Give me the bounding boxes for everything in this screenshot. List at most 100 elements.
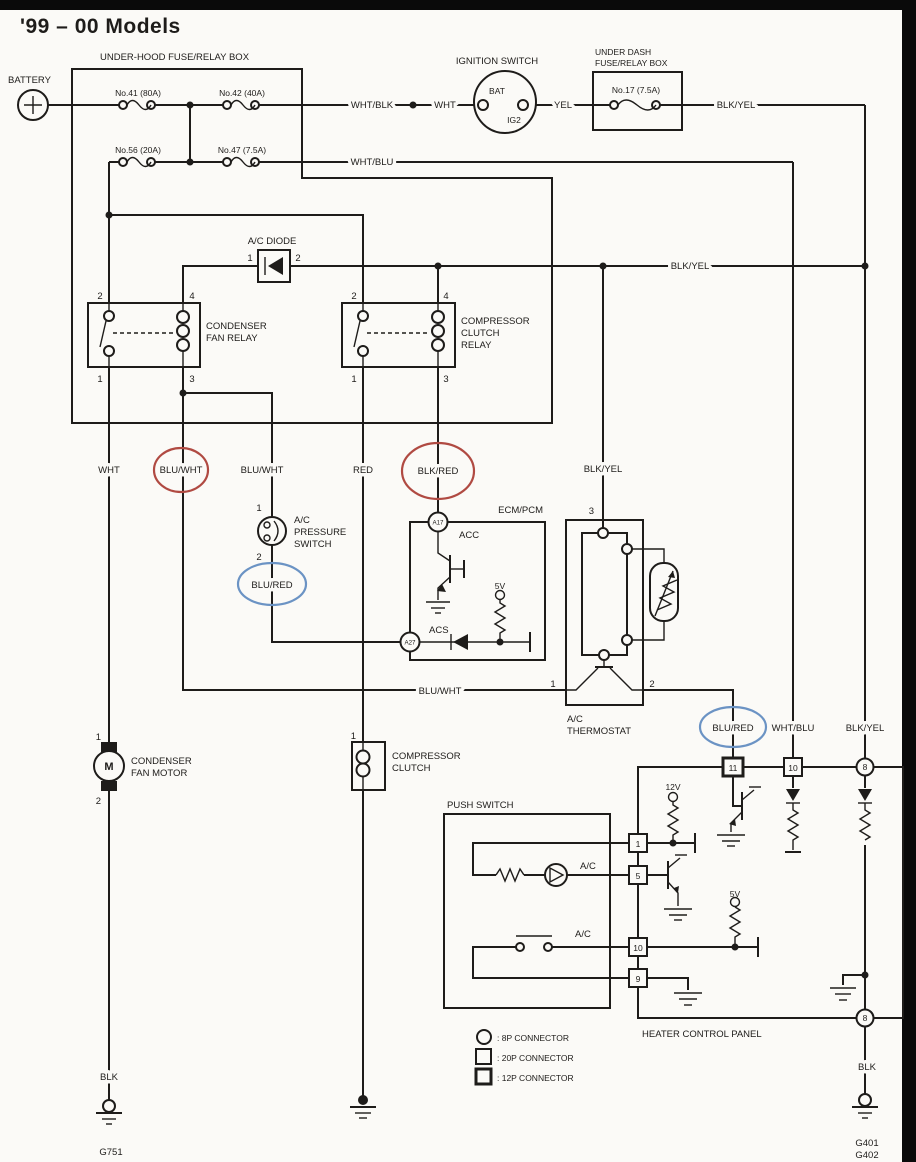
labels: '99 – 00 Models BATTERY UNDER-HOOD FUSE/… <box>8 15 888 1161</box>
clutch-label-1: COMPRESSOR <box>392 751 461 762</box>
highlight-rings <box>152 441 768 749</box>
ac-diode-symbol <box>264 257 283 275</box>
underhood-box-label: UNDER-HOOD FUSE/RELAY BOX <box>100 52 250 63</box>
compressor-relay-label-2: CLUTCH <box>461 328 500 339</box>
wire-label-blu-wht-circled: BLU/WHT <box>160 465 203 476</box>
wire-label-blk-yel-thermostat: BLK/YEL <box>584 464 623 475</box>
ac-diode-pin1: 1 <box>247 253 252 264</box>
fuse-17-label: No.17 (7.5A) <box>612 85 660 95</box>
wire-label-blu-red-circled-left: BLU/RED <box>251 580 292 591</box>
ecm-acs-label: ACS <box>429 625 449 636</box>
ecm-5v-label: 5V <box>495 581 506 591</box>
compressor-relay-label-3: RELAY <box>461 340 492 351</box>
thermostat-internals <box>566 527 679 691</box>
pressure-switch-label-2: PRESSURE <box>294 527 346 538</box>
scan-border-top <box>0 0 916 10</box>
panel-5v-label: 5V <box>730 889 741 899</box>
ignition-switch-label: IGNITION SWITCH <box>456 56 538 67</box>
ac-diode-label: A/C DIODE <box>248 236 297 247</box>
wire-label-blk-yel-rail: BLK/YEL <box>671 261 710 272</box>
thermostat-pin1: 1 <box>550 679 555 690</box>
connector-9-label: 9 <box>636 974 641 984</box>
ignition-switch-symbol <box>473 70 537 134</box>
legend-20p-icon <box>475 1048 492 1065</box>
compressor-relay-label-1: COMPRESSOR <box>461 316 530 327</box>
thermostat-label-2: THERMOSTAT <box>567 726 631 737</box>
pressure-switch-pin2: 2 <box>256 552 261 563</box>
connector-a27 <box>399 631 421 653</box>
wire-label-wht-blu-bottom: WHT/BLU <box>772 723 815 734</box>
fuse-47-label: No.47 (7.5A) <box>218 145 266 155</box>
page-title: '99 – 00 Models <box>20 15 181 38</box>
fuse-56-label: No.56 (20A) <box>115 145 161 155</box>
blue-ring-blu-red-right <box>698 705 768 749</box>
ecm-internals <box>399 511 531 653</box>
ecm-pcm-label: ECM/PCM <box>498 505 543 516</box>
clutch-label-2: CLUTCH <box>392 763 431 774</box>
underdash-box-label-1: UNDER DASH <box>595 47 651 57</box>
ac-pressure-switch-symbol <box>257 516 287 546</box>
thermostat-pin3: 3 <box>589 506 594 517</box>
compressor-clutch-symbol <box>351 741 386 791</box>
legend-8p-icon <box>476 1029 492 1045</box>
condenser-relay-pin2: 2 <box>97 291 102 302</box>
wire-label-blu-wht-horizontal: BLU/WHT <box>419 686 462 697</box>
fan-motor-m: M <box>104 761 113 773</box>
fuse-42-label: No.42 (40A) <box>219 88 265 98</box>
fuse-41-label: No.41 (80A) <box>115 88 161 98</box>
ground-g751-label: G751 <box>99 1147 122 1158</box>
ground-g402-label: G402 <box>855 1150 878 1161</box>
condenser-relay-label-1: CONDENSER <box>206 321 267 332</box>
legend-20p-label: : 20P CONNECTOR <box>497 1053 574 1063</box>
pressure-switch-pin1: 1 <box>256 503 261 514</box>
fan-motor-pin1: 1 <box>96 732 101 743</box>
push-switch-internals <box>472 842 629 979</box>
heater-control-panel-box <box>637 766 904 1019</box>
wiring-lines <box>48 104 866 1100</box>
wire-label-blk-left: BLK <box>100 1072 119 1083</box>
connector-9 <box>628 968 648 988</box>
fan-motor-pin2: 2 <box>96 796 101 807</box>
wire-label-yel: YEL <box>554 100 572 111</box>
compressor-relay-pin3: 3 <box>443 374 448 385</box>
ground-g401-label: G401 <box>855 1138 878 1149</box>
heater-panel-label: HEATER CONTROL PANEL <box>642 1029 762 1040</box>
wire-label-blu-red-circled-right: BLU/RED <box>712 723 753 734</box>
connector-5-label: 5 <box>636 871 641 881</box>
condenser-relay-pin4: 4 <box>189 291 194 302</box>
legend-8p-label: : 8P CONNECTOR <box>497 1033 569 1043</box>
condenser-relay-label-2: FAN RELAY <box>206 333 258 344</box>
connector-8-top-label: 8 <box>863 762 868 772</box>
red-ring-blk-red <box>400 441 476 501</box>
connector-a17 <box>427 511 449 533</box>
fuse-42 <box>222 99 260 111</box>
blue-ring-blu-red-left <box>236 561 308 607</box>
ac-diode-pin2: 2 <box>295 253 300 264</box>
ground-compressor <box>350 1095 376 1119</box>
underhood-fuse-relay-box <box>71 68 553 424</box>
wire-label-blu-wht-2: BLU/WHT <box>241 465 284 476</box>
legend-12p-label: : 12P CONNECTOR <box>497 1073 574 1083</box>
fuse-47 <box>222 156 260 168</box>
connector-8-top <box>855 757 875 777</box>
condenser-fan-motor-symbol <box>93 742 125 791</box>
connector-10-top-label: 10 <box>788 763 798 773</box>
compressor-relay-pin1: 1 <box>351 374 356 385</box>
ac-switch-label: A/C <box>575 929 591 940</box>
fuse-17 <box>609 99 661 111</box>
fuse-41 <box>118 99 156 111</box>
connector-10-top <box>783 757 803 777</box>
connector-11 <box>721 756 745 778</box>
wire-label-blk-right: BLK <box>858 1062 877 1073</box>
clutch-pin1: 1 <box>351 731 356 742</box>
condenser-relay-pin3: 3 <box>189 374 194 385</box>
ignition-ig2-label: IG2 <box>507 115 521 125</box>
wire-label-wht: WHT <box>434 100 456 111</box>
condenser-relay-pin1: 1 <box>97 374 102 385</box>
compressor-relay-pin2: 2 <box>351 291 356 302</box>
component-symbols <box>17 70 878 1125</box>
wire-label-blk-yel-top: BLK/YEL <box>717 100 756 111</box>
ecm-acc-label: ACC <box>459 530 479 541</box>
